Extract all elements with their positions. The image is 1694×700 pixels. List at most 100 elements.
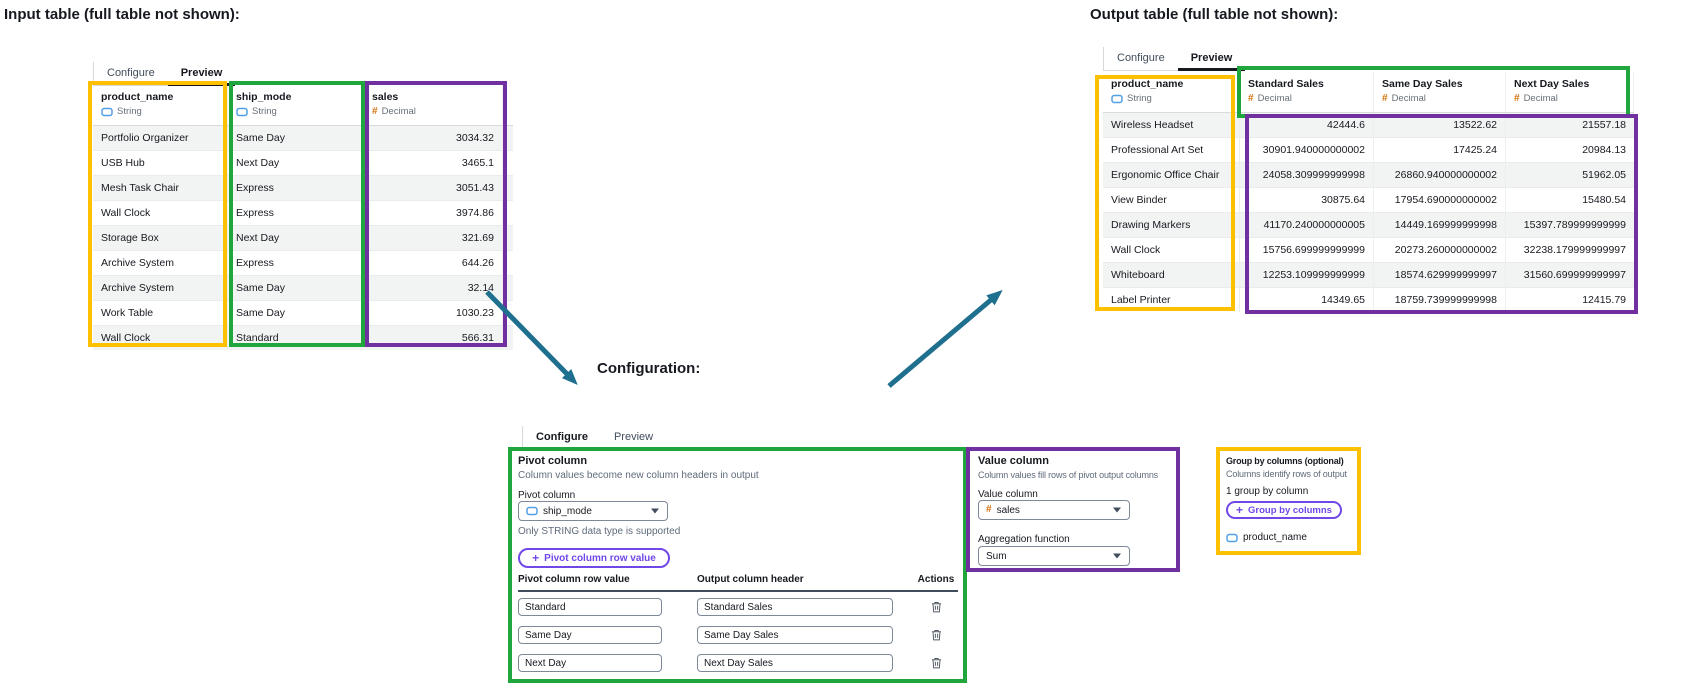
column-header-standard-sales: Standard Sales#Decimal xyxy=(1240,72,1374,112)
decimal-type-icon: # xyxy=(986,504,992,515)
mapping-row xyxy=(518,593,958,621)
tab-preview[interactable]: Preview xyxy=(167,62,236,86)
table-cell: 32.14 xyxy=(364,276,503,300)
table-cell-spacer xyxy=(503,276,519,300)
tab-configure[interactable]: Configure xyxy=(1104,47,1178,71)
table-cell: Storage Box xyxy=(93,226,228,250)
pivot-column-field-label: Pivot column xyxy=(518,490,576,501)
output-column-header-input-2[interactable] xyxy=(697,654,893,672)
tab-configure[interactable]: Configure xyxy=(523,426,601,450)
column-type: #Decimal xyxy=(1382,93,1497,104)
decimal-type-icon: # xyxy=(1248,92,1254,104)
table-cell: 24058.309999999998 xyxy=(1240,163,1374,187)
delete-mapping-button-1[interactable] xyxy=(914,628,958,642)
tab-configure[interactable]: Configure xyxy=(94,62,168,86)
mapping-header-row-value: Pivot column row value xyxy=(518,574,630,585)
chevron-down-icon xyxy=(650,508,660,514)
string-type-icon xyxy=(1111,94,1123,104)
table-cell: 12253.109999999999 xyxy=(1240,263,1374,287)
table-cell: 17425.24 xyxy=(1374,138,1506,162)
table-cell: 30901.940000000002 xyxy=(1240,138,1374,162)
group-by-column-chip: product_name xyxy=(1226,532,1307,543)
delete-mapping-button-2[interactable] xyxy=(914,656,958,670)
aggregation-function-select[interactable]: Sum xyxy=(978,546,1130,566)
column-name: Same Day Sales xyxy=(1382,78,1463,90)
column-type: String xyxy=(101,106,219,117)
table-cell: 15397.789999999999 xyxy=(1523,219,1626,231)
value-section-title: Value column xyxy=(978,455,1049,467)
column-type-label: String xyxy=(252,106,277,117)
value-section-description: Column values fill rows of pivot output … xyxy=(978,470,1159,480)
plus-icon: + xyxy=(532,551,540,565)
table-cell: 30875.64 xyxy=(1240,188,1374,212)
table-cell: Express xyxy=(228,176,364,200)
table-cell: 42444.6 xyxy=(1240,113,1374,137)
group-by-section-title: Group by columns (optional) xyxy=(1226,456,1344,466)
table-cell-spacer xyxy=(503,126,519,150)
column-type-label: Decimal xyxy=(381,106,416,117)
pivot-row-value-input-2[interactable] xyxy=(518,654,662,672)
input-table-title: Input table (full table not shown): xyxy=(4,6,240,23)
column-type-label: Decimal xyxy=(1391,93,1426,104)
column-header-next-day-sales: Next Day Sales#Decimal xyxy=(1506,72,1634,112)
column-type-label: String xyxy=(1127,93,1152,104)
pivot-row-value-input-1[interactable] xyxy=(518,626,662,644)
table-cell: Same Day xyxy=(228,126,364,150)
config-to-output-arrow xyxy=(887,289,1003,388)
table-cell: 18759.739999999998 xyxy=(1374,288,1506,312)
table-cell: 14349.65 xyxy=(1240,288,1374,312)
mapping-header-output-header: Output column header xyxy=(697,574,804,585)
decimal-type-icon: # xyxy=(1514,92,1520,104)
column-header-spacer xyxy=(503,85,519,125)
table-cell-spacer xyxy=(503,251,519,275)
table-cell: 15480.54 xyxy=(1582,194,1626,206)
add-group-by-columns-label: Group by columns xyxy=(1248,504,1332,516)
column-header-sales: sales #Decimal xyxy=(364,85,503,125)
add-group-by-columns-button[interactable]: + Group by columns xyxy=(1226,501,1342,519)
output-column-header-input-0[interactable] xyxy=(697,598,893,616)
delete-mapping-button-0[interactable] xyxy=(914,600,958,614)
tab-preview[interactable]: Preview xyxy=(600,426,667,450)
tab-preview[interactable]: Preview xyxy=(1177,47,1246,71)
table-cell: Same Day xyxy=(228,276,364,300)
table-cell: 3974.86 xyxy=(364,201,503,225)
value-column-select[interactable]: # sales xyxy=(978,500,1130,520)
add-pivot-row-value-button[interactable]: + Pivot column row value xyxy=(518,548,670,568)
table-cell: 1030.23 xyxy=(364,301,503,325)
mapping-rows xyxy=(518,593,958,677)
pivot-section-title: Pivot column xyxy=(518,455,588,467)
table-cell-spacer xyxy=(503,176,519,200)
string-type-icon xyxy=(236,107,248,117)
table-cell: USB Hub xyxy=(93,151,228,175)
table-cell: 32238.179999999997 xyxy=(1523,244,1626,256)
table-cell: 41170.240000000005 xyxy=(1240,213,1374,237)
pivot-row-value-input-0[interactable] xyxy=(518,598,662,616)
group-by-column-name: product_name xyxy=(1243,532,1307,543)
table-cell: Whiteboard xyxy=(1103,263,1240,287)
output-column-header-input-1[interactable] xyxy=(697,626,893,644)
column-type: String xyxy=(1111,93,1231,104)
mapping-row xyxy=(518,621,958,649)
pivot-column-select[interactable]: ship_mode xyxy=(518,501,668,521)
table-cell: Standard xyxy=(228,326,364,350)
table-cell: 13522.62 xyxy=(1374,113,1506,137)
string-type-icon xyxy=(1226,533,1238,543)
column-name: sales xyxy=(372,91,399,103)
decimal-type-icon: # xyxy=(1382,92,1388,104)
string-type-icon xyxy=(526,506,538,516)
table-cell: 20984.13 xyxy=(1582,144,1626,156)
column-name: ship_mode xyxy=(236,91,292,103)
decimal-type-icon: # xyxy=(372,105,378,117)
table-cell: 51962.05 xyxy=(1582,169,1626,181)
aggregation-function-value: Sum xyxy=(986,550,1007,562)
